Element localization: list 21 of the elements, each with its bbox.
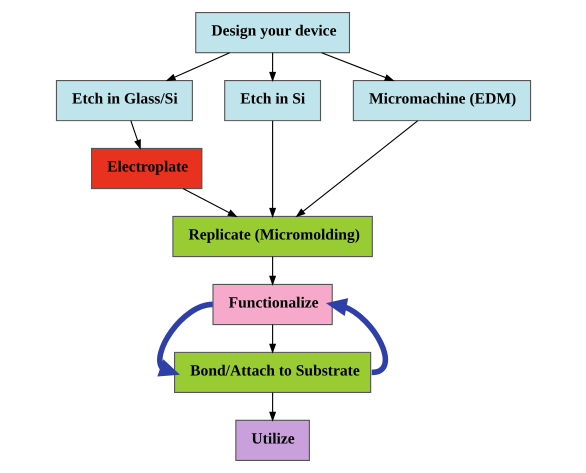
node-box: Design your device xyxy=(194,12,350,54)
node-box: Functionalize xyxy=(212,284,332,326)
arrow xyxy=(268,256,276,286)
arrow xyxy=(130,120,140,150)
arrow xyxy=(295,120,418,218)
node-box: Etch in Si xyxy=(224,80,321,122)
node-box: Utilize xyxy=(234,420,310,461)
node-box: Replicate (Micromolding) xyxy=(172,216,372,258)
arrow xyxy=(320,52,394,82)
arrow xyxy=(182,188,238,218)
arrow xyxy=(156,302,212,376)
arrow xyxy=(325,298,388,376)
node-box: Electroplate xyxy=(90,148,202,190)
node-box: Bond/Attach to Substrate xyxy=(174,352,371,394)
arrow xyxy=(268,52,276,82)
arrow xyxy=(268,392,276,422)
node-box: Micromachine (EDM) xyxy=(352,80,531,122)
arrow xyxy=(268,324,276,354)
node-box: Etch in Glass/Si xyxy=(55,80,192,122)
arrow xyxy=(165,52,230,82)
arrow xyxy=(268,120,276,218)
